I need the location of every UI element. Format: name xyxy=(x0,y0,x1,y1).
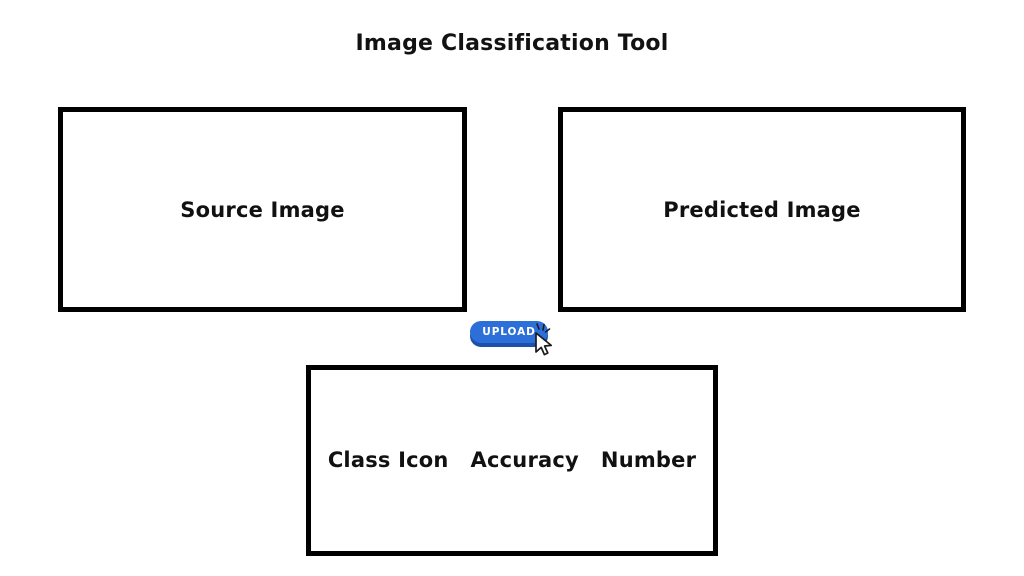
upload-button[interactable]: UPLOAD xyxy=(470,321,548,343)
source-image-panel[interactable]: Source Image xyxy=(58,107,467,312)
source-image-label: Source Image xyxy=(180,197,345,222)
page-title: Image Classification Tool xyxy=(355,31,669,56)
results-header-row: Class Icon Accuracy Number xyxy=(328,448,696,472)
results-panel[interactable]: Class Icon Accuracy Number xyxy=(306,365,718,556)
predicted-image-label: Predicted Image xyxy=(663,197,861,222)
upload-control-group: UPLOAD xyxy=(470,321,560,361)
results-column-class-icon: Class Icon xyxy=(327,448,449,472)
results-column-number: Number xyxy=(600,448,697,472)
results-column-accuracy: Accuracy xyxy=(470,448,579,472)
predicted-image-panel[interactable]: Predicted Image xyxy=(558,107,966,312)
